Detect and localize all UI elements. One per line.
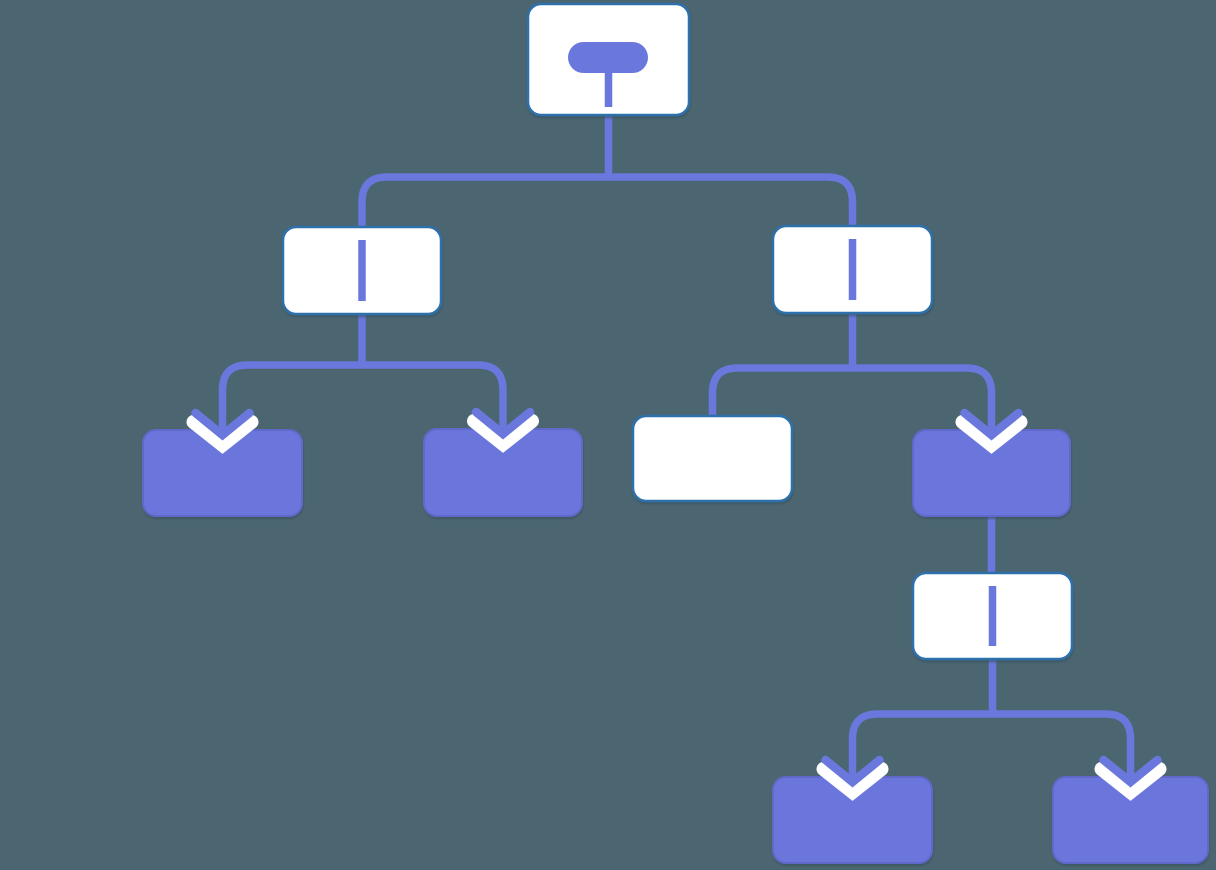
arrow-head-chevron — [960, 408, 1023, 441]
root-pill-shape — [568, 42, 648, 73]
arrow-head-chevron — [191, 408, 254, 441]
decorations-layer — [358, 42, 997, 646]
nodes-layer — [142, 2, 1209, 864]
arrow-down-icon — [467, 407, 539, 453]
arrow-casing-chevron — [1094, 762, 1167, 801]
arrows-layer — [186, 407, 1167, 801]
arrow-down-icon — [186, 408, 259, 454]
arrow-down-icon — [816, 755, 889, 801]
node-white-child[interactable] — [631, 414, 794, 503]
arrow-casing-chevron — [186, 415, 259, 454]
arrow-head-chevron — [1099, 755, 1162, 788]
connector-edge-root — [358, 115, 857, 231]
root-pill-icon — [568, 42, 648, 107]
connector-edge-branch-right — [708, 313, 996, 436]
arrow-casing-chevron — [816, 762, 889, 801]
arrow-casing-chevron — [955, 415, 1028, 454]
arrow-down-icon — [955, 408, 1028, 454]
arrow-head-chevron — [821, 755, 884, 788]
arrow-casing-chevron — [467, 414, 539, 453]
arrow-head-chevron — [471, 407, 535, 440]
connector-edge-branch-left — [218, 314, 507, 436]
arrow-down-icon — [1094, 755, 1167, 801]
connectors-layer — [218, 115, 1135, 783]
connector-edge-branch-bottom — [848, 659, 1135, 783]
